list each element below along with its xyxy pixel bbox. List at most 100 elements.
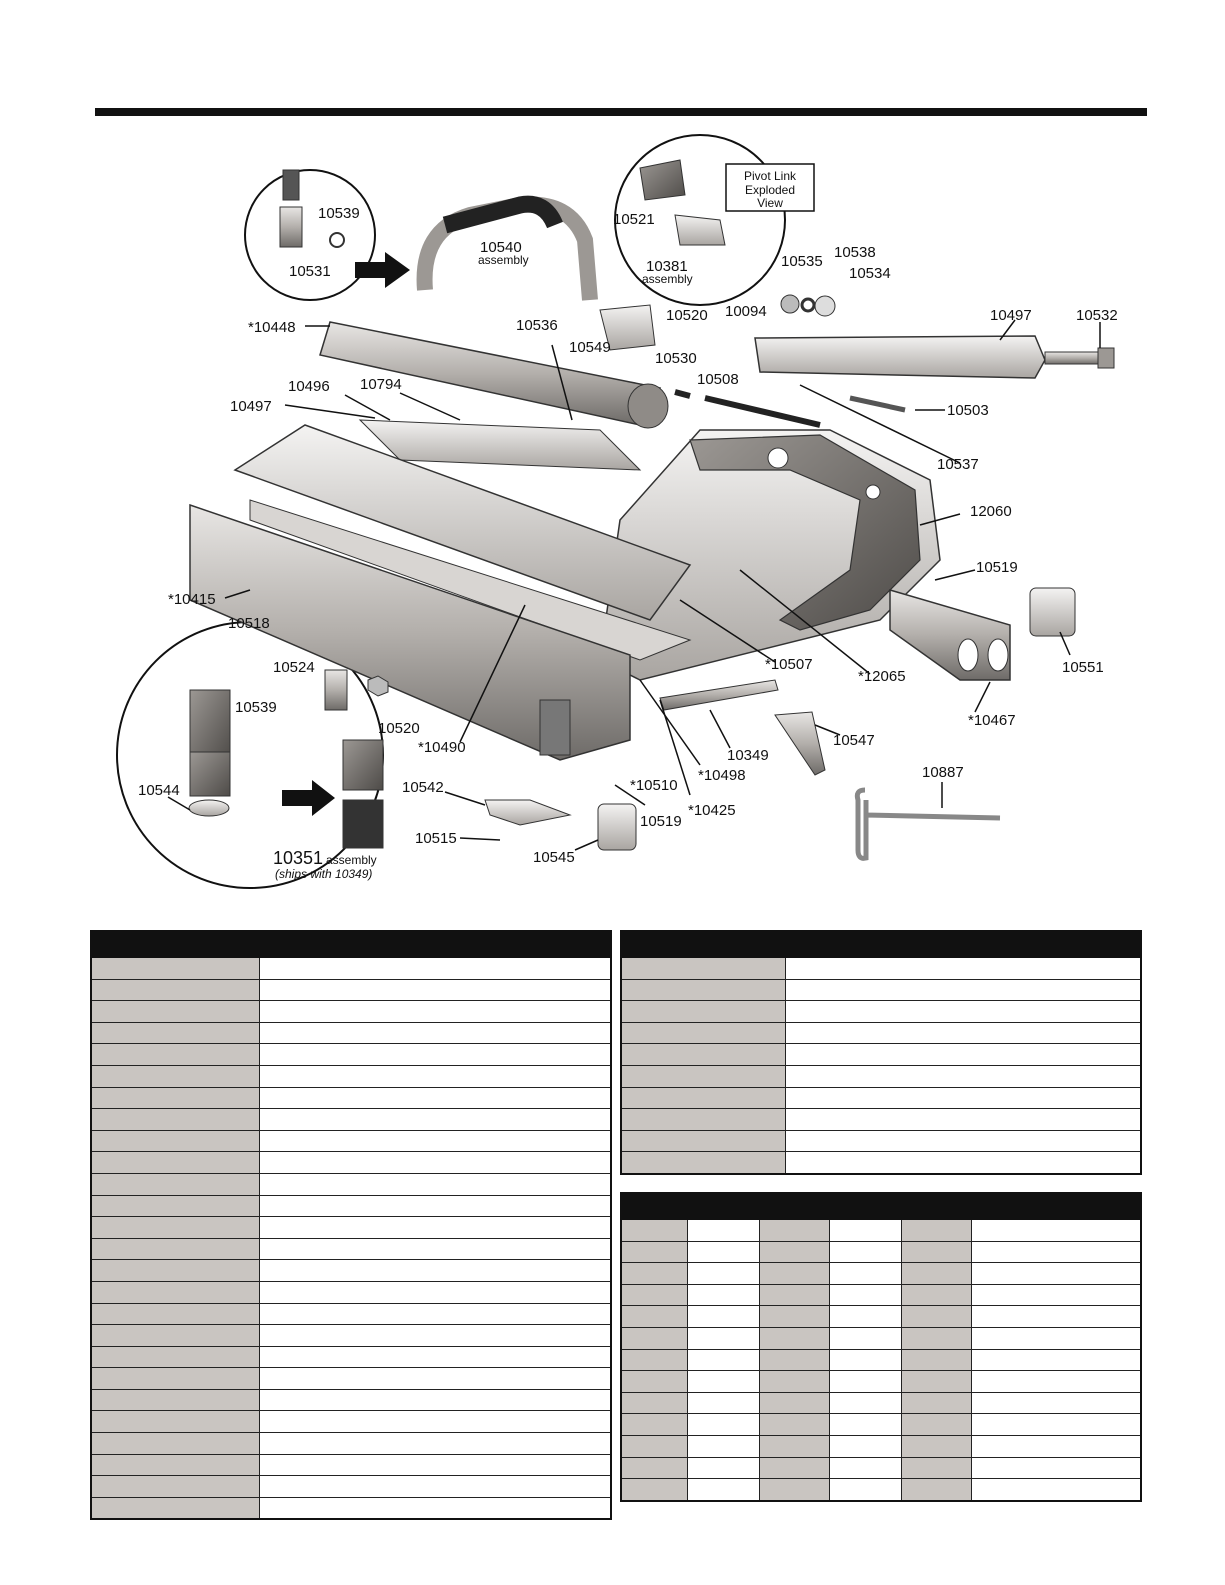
label-10508: 10508 — [697, 371, 739, 388]
table-cell — [258, 1367, 611, 1390]
table-cell — [258, 1130, 611, 1153]
table-row — [91, 1043, 611, 1066]
table-row — [621, 1151, 1141, 1175]
label-10349: 10349 — [727, 747, 769, 764]
cap-10545 — [597, 803, 637, 851]
table-cell — [91, 1454, 259, 1477]
bolt-10532 — [1044, 351, 1106, 365]
bracket-10542 — [484, 799, 572, 826]
label-10520-bottom: 10520 — [378, 720, 420, 737]
table-row — [91, 1367, 611, 1390]
label-10094: 10094 — [725, 303, 767, 320]
table-cell — [258, 1410, 611, 1434]
table-cell — [621, 979, 785, 1002]
part-10351-a — [189, 689, 231, 761]
label-10490: *10490 — [418, 739, 466, 756]
table-cell — [91, 958, 259, 980]
table-cell — [91, 1389, 259, 1412]
table-cell — [258, 1389, 611, 1412]
table-cell — [758, 1392, 829, 1415]
table-cell — [91, 1303, 259, 1326]
table-cell — [621, 1108, 785, 1131]
table-header — [91, 931, 259, 958]
table-cell — [258, 1043, 611, 1066]
table-cell — [621, 958, 785, 980]
table-cell — [686, 1327, 759, 1350]
part-10496 — [358, 419, 642, 471]
part-10497-right — [754, 335, 1046, 379]
table-row — [91, 1454, 611, 1477]
table-cell — [758, 1457, 829, 1480]
table-cell — [900, 1457, 971, 1480]
table-cell — [686, 1370, 759, 1393]
table-row — [91, 1475, 611, 1498]
part-10381 — [674, 214, 726, 246]
table-row — [91, 1238, 611, 1261]
parts-table-right-top — [620, 930, 1142, 1175]
label-10515: 10515 — [415, 830, 457, 847]
label-10544: 10544 — [138, 782, 180, 799]
table-cell — [970, 1392, 1141, 1415]
part-10531 — [279, 206, 303, 248]
table-cell — [91, 1367, 259, 1390]
table-cell — [828, 1349, 901, 1372]
table-row — [621, 1435, 1141, 1458]
table-cell — [258, 1000, 611, 1023]
label-10536: 10536 — [516, 317, 558, 334]
table-row — [91, 958, 611, 980]
table-row — [91, 1346, 611, 1369]
table-cell — [828, 1457, 901, 1480]
nut-10520 — [367, 675, 389, 697]
table-cell — [970, 1284, 1141, 1307]
table-cell — [258, 1173, 611, 1196]
label-10540-sub: assembly — [478, 253, 529, 267]
table-cell — [258, 1303, 611, 1326]
label-10535: 10535 — [781, 253, 823, 270]
table-cell — [900, 1284, 971, 1307]
table-cell — [258, 1195, 611, 1218]
table-cell — [91, 1130, 259, 1153]
label-10448: *10448 — [248, 319, 296, 336]
table-row — [621, 958, 1141, 980]
label-10537: 10537 — [937, 456, 979, 473]
part-10524 — [324, 669, 348, 711]
table-cell — [784, 1065, 1141, 1088]
table-cell — [258, 1432, 611, 1455]
table-cell — [900, 1262, 971, 1285]
table-row — [621, 1413, 1141, 1436]
table-cell — [900, 1241, 971, 1264]
label-ships-with: (ships with 10349) — [275, 867, 372, 881]
table-cell — [686, 1413, 759, 1436]
label-10530: 10530 — [655, 350, 697, 367]
table-cell — [970, 1435, 1141, 1458]
part-10351-b — [342, 739, 384, 791]
table-row — [621, 979, 1141, 1002]
table-cell — [621, 1130, 785, 1153]
table-cell — [621, 1241, 687, 1264]
label-10518: 10518 — [228, 615, 270, 632]
table-cell — [828, 1262, 901, 1285]
table-cell — [686, 1220, 759, 1242]
table-cell — [621, 1151, 785, 1175]
table-cell — [621, 1370, 687, 1393]
table-cell — [91, 1043, 259, 1066]
label-10519-bottom: 10519 — [640, 813, 682, 830]
table-cell — [900, 1392, 971, 1415]
table-cell — [900, 1349, 971, 1372]
table-cell — [91, 979, 259, 1002]
table-cell — [900, 1413, 971, 1436]
table-cell — [970, 1478, 1141, 1502]
table-cell — [258, 958, 611, 980]
table-cell — [970, 1457, 1141, 1480]
header-rule — [95, 108, 1147, 116]
table-cell — [784, 1022, 1141, 1045]
label-pivot-line3: View — [757, 196, 783, 210]
table-cell — [258, 1346, 611, 1369]
table-row — [91, 1108, 611, 1131]
table-cell — [621, 1413, 687, 1436]
table-row — [621, 1087, 1141, 1110]
table-row — [91, 1087, 611, 1110]
table-cell — [91, 1238, 259, 1261]
label-10497-right: 10497 — [990, 307, 1032, 324]
table-cell — [686, 1284, 759, 1307]
